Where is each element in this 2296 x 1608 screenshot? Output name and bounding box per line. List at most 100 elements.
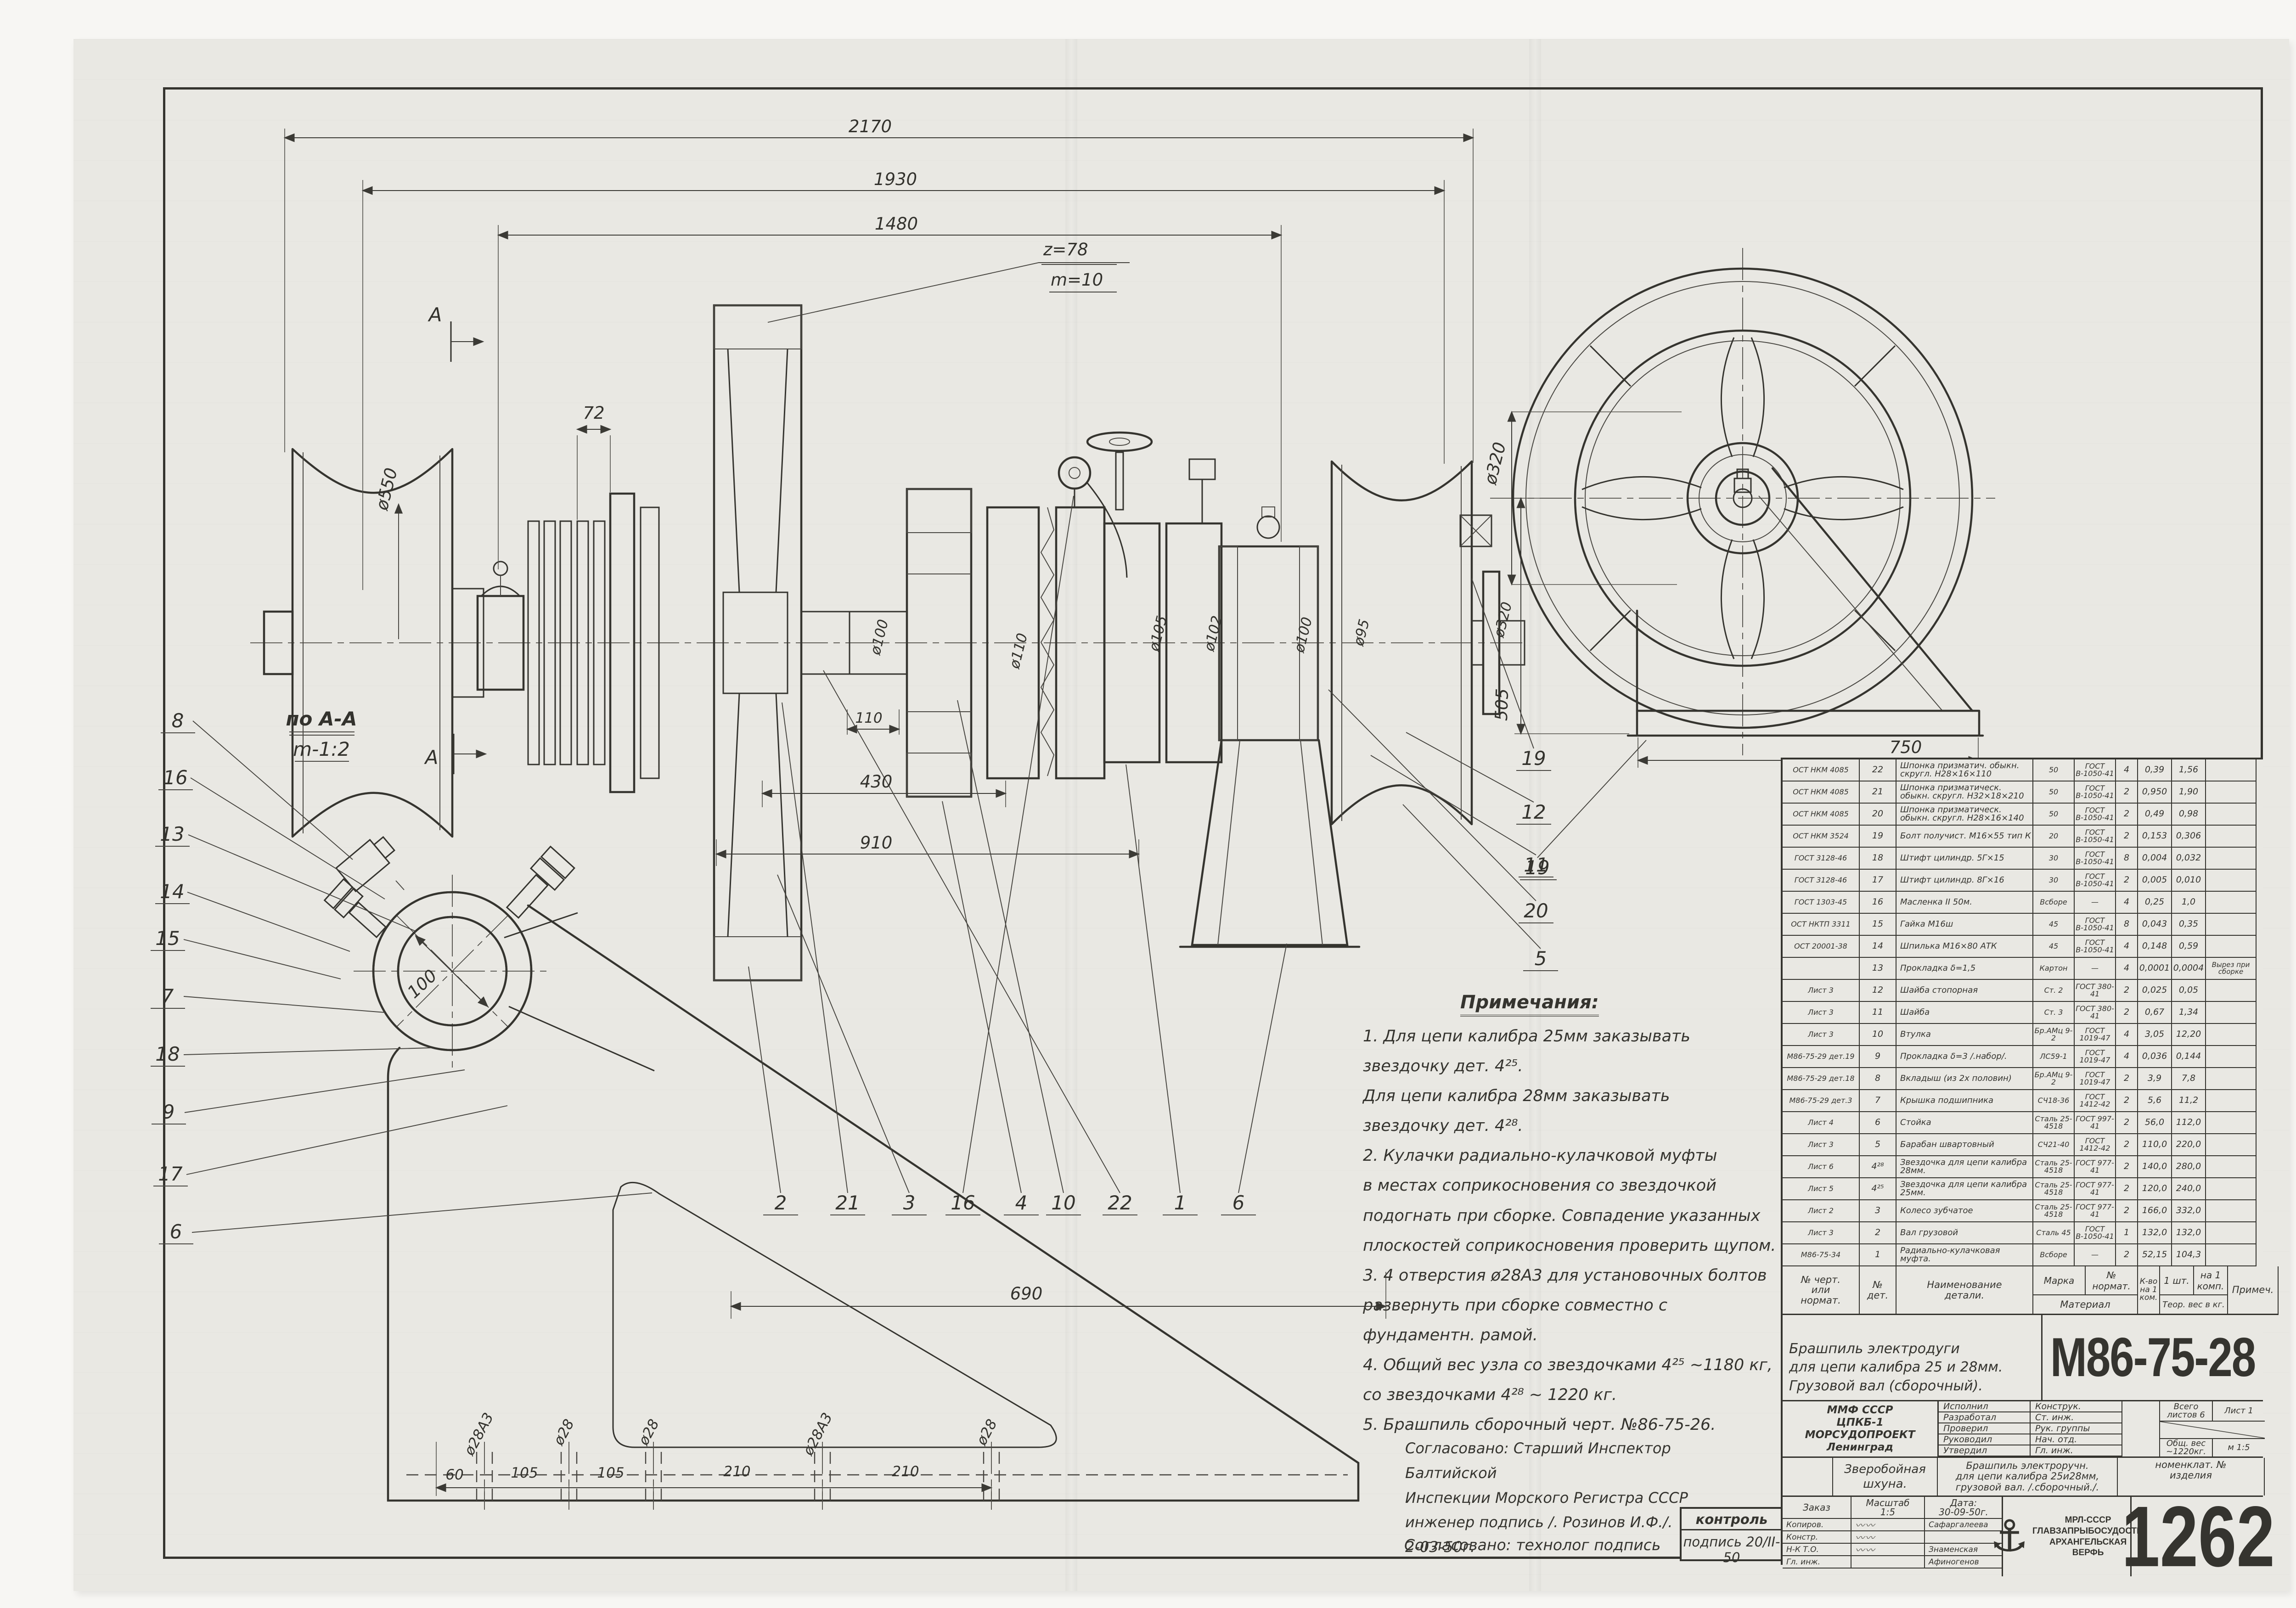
- diagonal-cell: [2160, 1422, 2265, 1439]
- spec-cell-weight-one: 110,0: [2138, 1134, 2172, 1156]
- signature-row: Н-К Т.О. 〰〰 Знаменская: [1783, 1544, 2003, 1556]
- spec-cell-doc: ОСТ НКМ 4085: [1783, 782, 1860, 804]
- spec-cell-standard: ГОСТ В-1050-41: [2075, 782, 2116, 804]
- top-dimensions: [283, 129, 1474, 866]
- spec-cell-grade: 50: [2033, 759, 2075, 782]
- sheet-number: Лист 1: [2224, 1406, 2253, 1416]
- header-doc: № черт. или нормат.: [1783, 1266, 1860, 1315]
- hole-label-3: ø28: [635, 1417, 663, 1448]
- spec-cell-note: [2206, 826, 2257, 848]
- spec-cell-part-no: 2: [1860, 1222, 1896, 1244]
- spec-cell-name: Шпилька М16×80 АТК: [1896, 936, 2033, 958]
- spec-cell-part-no: 9: [1860, 1046, 1896, 1068]
- spec-cell-qty: 2: [2116, 1112, 2138, 1134]
- title-card: Брашпиль электродуги для цепи калибра 25…: [1783, 1315, 2263, 1401]
- sheet-info: Всего листов 6 Лист 1 Общ. вес ~1220кг. …: [2160, 1401, 2265, 1456]
- spec-row: Лист 5 4²⁵ Звездочка для цепи калибра 25…: [1783, 1178, 2263, 1200]
- spec-cell-standard: ГОСТ В-1050-41: [2075, 1222, 2116, 1244]
- hole-label-1: ø28А3: [461, 1410, 497, 1458]
- spec-cell-part-no: 18: [1860, 848, 1896, 870]
- role-title: Конструк.: [2031, 1401, 2122, 1412]
- callout-15: 15: [155, 927, 180, 950]
- spec-cell-standard: —: [2075, 1244, 2116, 1266]
- spec-cell-note: [2206, 1068, 2257, 1090]
- product-name: Брашпиль электроручн. для цепи калибра 2…: [1938, 1458, 2118, 1496]
- dim-chain-105b: 105: [597, 1465, 624, 1481]
- spec-row: Лист 6 4²⁸ Звездочка для цепи калибра 28…: [1783, 1156, 2263, 1178]
- spec-cell-weight-one: 132,0: [2138, 1222, 2172, 1244]
- spec-row: Лист 2 3 Колесо зубчатое Сталь 25-4518 Г…: [1783, 1200, 2263, 1222]
- spec-cell-weight-set: 12,20: [2172, 1024, 2206, 1046]
- spec-row: М86-75-34 1 Радиально-кулачковая муфта. …: [1783, 1244, 2263, 1266]
- dim-1930: 1930: [874, 169, 917, 189]
- spec-row: ГОСТ 3128-46 18 Штифт цилиндр. 5Г×15 30 …: [1783, 848, 2263, 870]
- spec-cell-weight-one: 0,0001: [2138, 958, 2172, 980]
- spec-cell-grade: 30: [2033, 848, 2075, 870]
- dim-505: 505: [1491, 688, 1512, 721]
- dim-910: 910: [860, 833, 893, 853]
- spec-cell-qty: 2: [2116, 980, 2138, 1002]
- spec-cell-weight-one: 0,036: [2138, 1046, 2172, 1068]
- spec-cell-name: Колесо зубчатое: [1896, 1200, 2033, 1222]
- spec-cell-doc: ГОСТ 1303-45: [1783, 892, 1860, 914]
- signature-role: Констр.: [1783, 1531, 1851, 1543]
- spec-cell-note: [2206, 1156, 2257, 1178]
- spec-cell-note: [2206, 1112, 2257, 1134]
- spec-cell-doc: Лист 4: [1783, 1112, 1860, 1134]
- spec-cell-qty: 4: [2116, 892, 2138, 914]
- spec-cell-note: [2206, 1200, 2257, 1222]
- section-scale: m-1:2: [293, 738, 350, 760]
- spec-row: Лист 3 11 Шайба Ст. 3 ГОСТ 380-41 2 0,67…: [1783, 1002, 2263, 1024]
- spec-cell-qty: 2: [2116, 1068, 2138, 1090]
- spec-cell-name: Крышка подшипника: [1896, 1090, 2033, 1112]
- role-label: Утвердил: [1939, 1445, 2030, 1456]
- signature-name: Афиногенов: [1925, 1556, 2003, 1568]
- scale-cell: Масштаб 1:5: [1851, 1497, 1925, 1518]
- spec-cell-standard: ГОСТ 1412-42: [2075, 1090, 2116, 1112]
- spec-cell-part-no: 4²⁵: [1860, 1178, 1896, 1200]
- spec-cell-name: Штифт цилиндр. 8Г×16: [1896, 870, 2033, 892]
- spec-row: ГОСТ 1303-45 16 Масленка II 50м. Всборе …: [1783, 892, 2263, 914]
- spec-header: № черт. или нормат. № дет. Наименование …: [1783, 1266, 2279, 1315]
- spec-cell-standard: ГОСТ В-1050-41: [2075, 759, 2116, 782]
- organization-block: ММФ СССР ЦПКБ-1 МОРСУДОПРОЕКТ Ленинград …: [1783, 1401, 2265, 1458]
- spec-cell-weight-one: 0,950: [2138, 782, 2172, 804]
- spec-cell-note: [2206, 914, 2257, 936]
- signature-scribble: 〰〰: [1851, 1531, 1925, 1543]
- spec-cell-grade: 20: [2033, 826, 2075, 848]
- spec-cell-doc: ОСТ 20001-38: [1783, 936, 1860, 958]
- spec-cell-doc: ОСТ НКТП 3311: [1783, 914, 1860, 936]
- spec-cell-grade: Ст. 3: [2033, 1002, 2075, 1024]
- spec-cell-weight-set: 0,306: [2172, 826, 2206, 848]
- spec-cell-standard: ГОСТ 1019-47: [2075, 1068, 2116, 1090]
- signature-scribble: [1851, 1556, 1925, 1568]
- dim-2170: 2170: [849, 117, 892, 136]
- spec-cell-weight-set: 332,0: [2172, 1200, 2206, 1222]
- spec-cell-grade: СЧ21-40: [2033, 1134, 2075, 1156]
- spec-cell-note: [2206, 1090, 2257, 1112]
- spec-cell-weight-set: 11,2: [2172, 1090, 2206, 1112]
- section-mark-bottom: А: [424, 746, 439, 769]
- drum-end-view: [1490, 248, 1995, 768]
- spec-cell-qty: 2: [2116, 1156, 2138, 1178]
- spec-cell-name: Стойка: [1896, 1112, 2033, 1134]
- section-labels: по А-А m-1:2 А А: [286, 304, 442, 769]
- spec-row: М86-75-29 дет.18 8 Вкладыш (из 2х полови…: [1783, 1068, 2263, 1090]
- notes-title: Примечания:: [1460, 992, 1599, 1017]
- spec-cell-part-no: 21: [1860, 782, 1896, 804]
- spec-cell-part-no: 22: [1860, 759, 1896, 782]
- spec-cell-name: Звездочка для цепи калибра 28мм.: [1896, 1156, 2033, 1178]
- scale-label: м 1:5: [2228, 1443, 2250, 1452]
- role-title: Рук. группы: [2031, 1423, 2122, 1434]
- spec-cell-part-no: 6: [1860, 1112, 1896, 1134]
- role-label: Руководил: [1939, 1434, 2030, 1445]
- header-material: Материал: [2060, 1299, 2110, 1310]
- spec-cell-doc: Лист 3: [1783, 1134, 1860, 1156]
- signature-name: [1925, 1531, 2003, 1543]
- spec-cell-part-no: 1: [1860, 1244, 1896, 1266]
- spec-cell-name: Барабан швартовный: [1896, 1134, 2033, 1156]
- spec-cell-standard: ГОСТ В-1050-41: [2075, 848, 2116, 870]
- spec-cell-qty: 1: [2116, 1222, 2138, 1244]
- spec-row: ОСТ НКМ 4085 22 Шпонка призматич. обыкн.…: [1783, 759, 2263, 782]
- spec-cell-qty: 2: [2116, 1134, 2138, 1156]
